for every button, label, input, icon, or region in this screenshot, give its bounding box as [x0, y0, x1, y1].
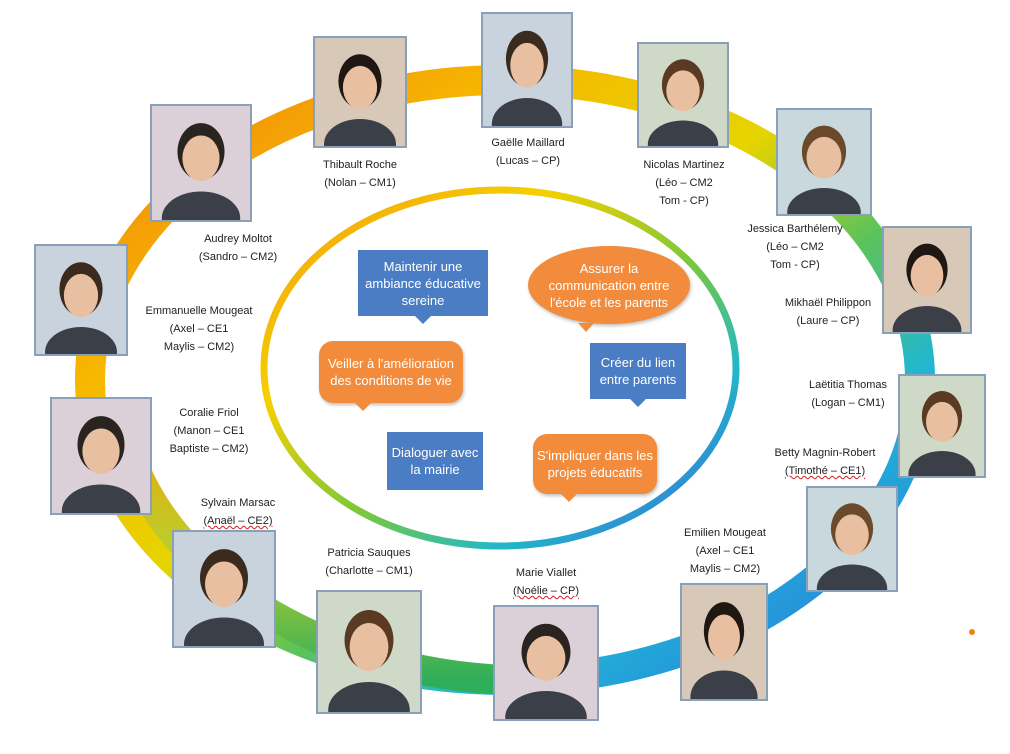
photo-audrey-moltot [150, 104, 252, 222]
member-coralie-friol: Coralie Friol (Manon – CE1 Baptiste – CM… [154, 404, 264, 458]
callout-tail [561, 494, 577, 502]
member-children: Tom - CP) [770, 259, 820, 271]
person-icon [778, 110, 870, 214]
person-icon [315, 38, 405, 146]
photo-gaelle-maillard [481, 12, 573, 128]
member-children: Tom - CP) [659, 195, 709, 207]
callout-tail [355, 403, 371, 411]
member-children: Maylis – CM2) [163, 341, 235, 353]
member-name: Marie Viallet [515, 567, 577, 579]
member-emilien-mougeat: Emilien Mougeat (Axel – CE1 Maylis – CM2… [668, 524, 782, 578]
member-children: (Léo – CM2 [655, 177, 713, 189]
person-icon [808, 488, 896, 590]
photo-patricia-sauques [316, 590, 422, 714]
person-icon [483, 14, 571, 126]
member-children: (Nolan – CM1) [324, 177, 396, 189]
member-name: Emmanuelle Mougeat [145, 305, 253, 317]
photo-marie-viallet [493, 605, 599, 721]
member-children: (Axel – CE1 [169, 323, 229, 335]
member-children: (Laure – CP) [796, 315, 860, 327]
person-icon [639, 44, 727, 146]
member-children: (Noélie – CP) [512, 585, 580, 597]
member-nicolas-martinez: Nicolas Martinez (Léo – CM2 Tom - CP) [632, 156, 736, 210]
photo-mikhael-philippon [882, 226, 972, 334]
member-children: (Anaël – CE2) [203, 515, 273, 527]
member-name: Nicolas Martinez [643, 159, 725, 171]
member-children: (Sandro – CM2) [198, 251, 278, 263]
member-children: (Lucas – CP) [495, 155, 561, 167]
member-name: Coralie Friol [179, 407, 239, 419]
member-name: Mikhaël Philippon [784, 297, 872, 309]
member-name: Patricia Sauques [327, 547, 411, 559]
member-laetitia-thomas: Laëtitia Thomas (Logan – CM1) [796, 376, 900, 412]
member-jessica-barthelemy: Jessica Barthélemy (Léo – CM2 Tom - CP) [734, 220, 856, 274]
member-name: Thibault Roche [323, 159, 397, 171]
photo-emilien-mougeat [680, 583, 768, 701]
person-icon [318, 592, 420, 712]
member-emmanuelle-mougeat: Emmanuelle Mougeat (Axel – CE1 Maylis – … [134, 302, 264, 356]
member-audrey-moltot: Audrey Moltot (Sandro – CM2) [188, 230, 288, 266]
member-children: (Logan – CM1) [811, 397, 885, 409]
photo-thibault-roche [313, 36, 407, 148]
member-name: Gaëlle Maillard [491, 137, 565, 149]
member-children: Baptiste – CM2) [169, 443, 249, 455]
goal-maintenir-ambiance: Maintenir une ambiance éducative sereine [358, 250, 488, 324]
member-children: (Timothé – CE1) [784, 465, 866, 477]
member-name: Emilien Mougeat [684, 527, 766, 539]
person-icon [174, 532, 274, 646]
person-icon [152, 106, 250, 220]
photo-emmanuelle-mougeat [34, 244, 128, 356]
inner-ring [260, 186, 740, 550]
member-patricia-sauques: Patricia Sauques (Charlotte – CM1) [312, 544, 426, 580]
photo-jessica-barthelemy [776, 108, 872, 216]
goal-label: S'impliquer dans les projets éducatifs [537, 448, 653, 480]
photo-sylvain-marsac [172, 530, 276, 648]
callout-tail [630, 399, 646, 407]
person-icon [900, 376, 984, 476]
member-marie-viallet: Marie Viallet (Noélie – CP) [498, 564, 594, 600]
goal-creer-lien: Créer du lien entre parents [590, 343, 686, 407]
goal-label: Maintenir une ambiance éducative sereine [365, 258, 481, 308]
member-name: Audrey Moltot [204, 233, 272, 245]
member-name: Laëtitia Thomas [808, 379, 888, 391]
member-name: Sylvain Marsac [200, 497, 276, 509]
photo-betty-magnin-robert [806, 486, 898, 592]
member-children: (Axel – CE1 [695, 545, 755, 557]
person-icon [495, 607, 597, 719]
person-icon [36, 246, 126, 354]
person-icon [884, 228, 970, 332]
photo-coralie-friol [50, 397, 152, 515]
photo-nicolas-martinez [637, 42, 729, 148]
member-children: (Léo – CM2 [766, 241, 824, 253]
goal-veiller-conditions: Veiller à l'amélioration des conditions … [319, 341, 463, 411]
member-thibault-roche: Thibault Roche (Nolan – CM1) [310, 156, 410, 192]
photo-laetitia-thomas [898, 374, 986, 478]
goal-label: Dialoguer avec la mairie [391, 445, 479, 477]
member-children: (Manon – CE1 [173, 425, 245, 437]
member-children: Maylis – CM2) [689, 563, 761, 575]
member-name: Jessica Barthélemy [747, 223, 843, 235]
goal-dialoguer-mairie: Dialoguer avec la mairie [387, 432, 483, 490]
member-mikhael-philippon: Mikhaël Philippon (Laure – CP) [772, 294, 884, 330]
goal-label: Veiller à l'amélioration des conditions … [327, 356, 455, 388]
member-betty-magnin-robert: Betty Magnin-Robert (Timothé – CE1) [762, 444, 888, 480]
goal-label: Assurer la communication entre l'école e… [548, 260, 670, 310]
callout-tail [415, 316, 431, 324]
member-gaelle-maillard: Gaëlle Maillard (Lucas – CP) [480, 134, 576, 170]
goal-assurer-communication: Assurer la communication entre l'école e… [528, 246, 690, 332]
goal-impliquer-projets: S'impliquer dans les projets éducatifs [533, 434, 657, 502]
member-name: Betty Magnin-Robert [774, 447, 876, 459]
member-children: (Charlotte – CM1) [325, 565, 413, 577]
person-icon [52, 399, 150, 513]
person-icon [682, 585, 766, 699]
goal-label: Créer du lien entre parents [599, 355, 677, 387]
orange-dot [969, 629, 975, 635]
callout-tail [578, 323, 594, 332]
member-sylvain-marsac: Sylvain Marsac (Anaël – CE2) [188, 494, 288, 530]
